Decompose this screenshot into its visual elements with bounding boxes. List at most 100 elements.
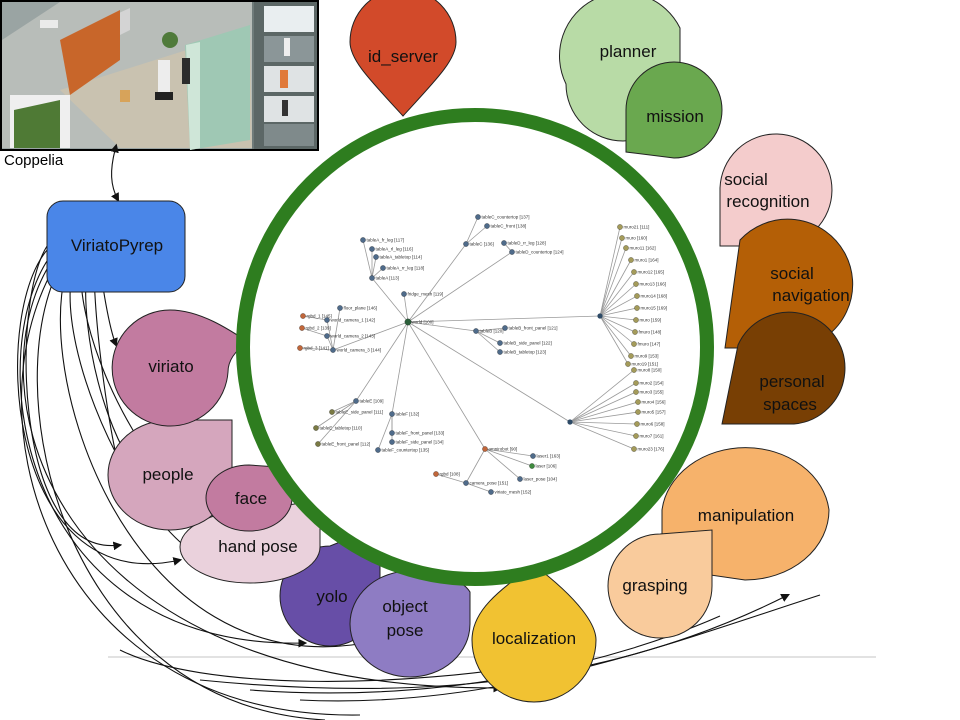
graph-node <box>625 361 631 367</box>
graph-node <box>375 447 381 453</box>
viriato-pyrep-label: ViriatoPyrep <box>71 236 163 255</box>
graph-edge <box>599 271 635 317</box>
graph-node-label: muro9 [153] <box>635 354 659 359</box>
component-object-pose[interactable]: object pose <box>349 570 471 678</box>
graph-node-label: camera_pose [151] <box>470 481 509 486</box>
graph-edge <box>569 401 639 423</box>
graph-edge <box>475 327 506 332</box>
graph-node-label: world_camera_1 [142] <box>331 318 376 323</box>
graph-node-label: omnirobot [90] <box>489 447 518 452</box>
graph-node <box>473 328 479 334</box>
graph-edge <box>301 327 328 337</box>
graph-node-label: muro12 [165] <box>638 270 665 275</box>
graph-edge <box>465 482 492 493</box>
graph-edge <box>599 315 635 345</box>
graph-node <box>324 333 330 339</box>
graph-edge <box>569 421 638 425</box>
graph-edge <box>569 421 637 437</box>
graph-edge <box>435 473 467 484</box>
graph-node-label: tableE [109] <box>360 399 384 404</box>
social-navigation-label-1: social <box>770 264 813 283</box>
graph-edge <box>407 321 477 332</box>
social-recognition-label-1: social <box>724 170 767 189</box>
graph-node-label: tableD_rr_leg [128] <box>508 241 546 246</box>
graph-node-label: rgbd_1 [145] <box>307 314 332 319</box>
graph-edge <box>484 448 521 480</box>
coppelia-screenshot <box>0 0 319 151</box>
component-personal-spaces[interactable]: personal spaces <box>721 311 846 425</box>
graph-node <box>330 347 336 353</box>
graph-node-label: muro8 [150] <box>638 368 662 373</box>
graph-node-label: tableA_rl_leg [116] <box>376 247 413 252</box>
graph-node-label: rgbd_3 [141] <box>304 346 329 351</box>
graph-node <box>380 265 386 271</box>
graph-edge <box>315 400 357 429</box>
graph-node-label: tableA_fr_leg [117] <box>367 238 404 243</box>
graph-edge <box>407 321 486 450</box>
graph-node <box>373 254 379 260</box>
graph-edge <box>403 293 409 323</box>
graph-node-label: laser_pose [104] <box>524 477 557 482</box>
graph-node <box>623 245 629 251</box>
graph-node-label: world_camera_2 [143] <box>331 334 376 339</box>
viriato-pyrep-box[interactable]: ViriatoPyrep <box>46 200 186 293</box>
component-id-server[interactable]: id_server <box>349 0 457 117</box>
graph-edge <box>331 400 357 413</box>
graph-edge <box>407 315 601 323</box>
graph-edge <box>391 321 409 415</box>
graph-node <box>337 305 343 311</box>
graph-node <box>484 223 490 229</box>
face-label: face <box>235 489 267 508</box>
graph-node-label: muro19 [151] <box>632 362 659 367</box>
graph-node-label: muro7 [161] <box>640 434 664 439</box>
component-people[interactable]: people <box>107 419 233 531</box>
graph-node <box>633 380 639 386</box>
component-hand-pose[interactable]: hand pose <box>179 499 321 584</box>
component-grasping[interactable]: grasping <box>607 529 713 639</box>
graph-edge <box>475 330 501 353</box>
graph-node-label: muro1 [164] <box>635 258 659 263</box>
graph-node-label: muro6 [158] <box>641 422 665 427</box>
graph-node-label: muro3 [155] <box>640 390 664 395</box>
manipulation-label: manipulation <box>698 506 794 525</box>
graph-edge <box>355 321 409 402</box>
graph-node-label: fmuro [147] <box>638 342 661 347</box>
graph-node <box>635 399 641 405</box>
graph-node-label: floor_plane [146] <box>344 306 378 311</box>
graph-node-label: tableA [113] <box>376 276 399 281</box>
component-social-recognition[interactable]: social recognition <box>719 133 833 247</box>
viriato-label: viriato <box>148 357 193 376</box>
graph-node-label: fridge_mesh [119] <box>408 292 444 297</box>
graph-node-label: muro21 [111] <box>624 225 650 230</box>
graph-node <box>509 249 515 255</box>
graph-node <box>633 433 639 439</box>
graph-edge <box>407 321 571 423</box>
graph-edge <box>332 307 341 351</box>
graph-edge <box>599 247 627 317</box>
component-localization[interactable]: localization <box>471 564 597 703</box>
graph-node <box>488 489 494 495</box>
component-social-navigation[interactable]: social navigation <box>724 218 854 349</box>
graph-edge <box>599 315 636 333</box>
graph-node-label: muro14 [168] <box>641 294 668 299</box>
graph-node-label: tableC [136] <box>470 242 494 247</box>
graph-node <box>501 240 507 246</box>
yolo-label: yolo <box>316 587 347 606</box>
component-viriato[interactable]: viriato <box>111 309 249 427</box>
component-mission[interactable]: mission <box>625 61 723 159</box>
graph-node <box>633 389 639 395</box>
graph-node <box>389 439 395 445</box>
component-face[interactable]: face <box>205 464 293 532</box>
graph-edge <box>407 243 467 323</box>
graph-node <box>597 313 603 319</box>
graph-node-label: muro [159] <box>640 318 662 323</box>
graph-edge <box>465 225 488 245</box>
graph-node <box>369 246 375 252</box>
graph-node-label: muro4 [156] <box>642 400 666 405</box>
id-server-label: id_server <box>368 47 438 66</box>
dsr-graph: world [100]tableA_fr_leg [117]tableA_rl_… <box>297 214 668 495</box>
people-label: people <box>142 465 193 484</box>
graph-edge <box>599 295 638 317</box>
graph-node-label: tableB_front_panel [121] <box>509 326 558 331</box>
